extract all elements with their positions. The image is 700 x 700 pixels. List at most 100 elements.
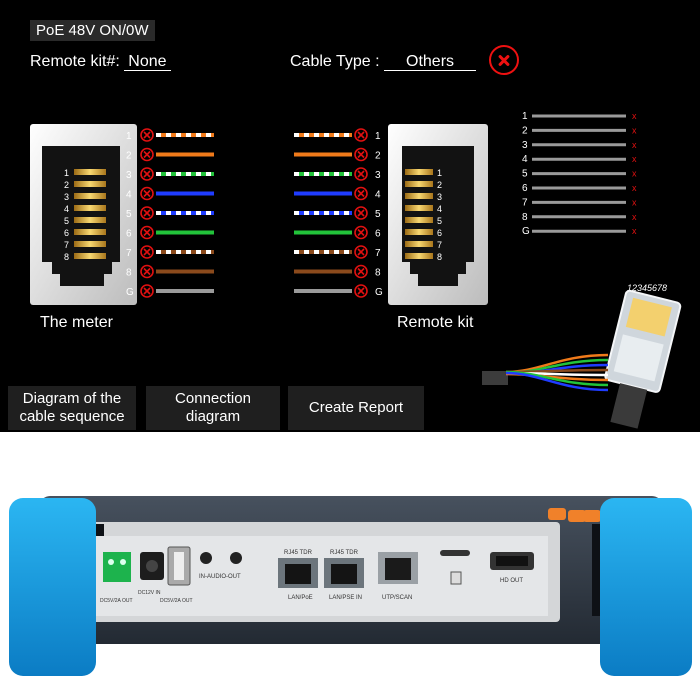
error-x-icon xyxy=(140,206,154,220)
compact-x-icon: x xyxy=(632,125,637,135)
left-bumper xyxy=(9,498,96,676)
gold-pin xyxy=(74,205,106,211)
create-report-button[interactable]: Create Report xyxy=(288,386,424,430)
error-x-icon xyxy=(140,284,154,298)
error-x-icon xyxy=(140,167,154,181)
port-label-dc-in: DC12V IN xyxy=(138,590,161,596)
wire-number-left: 7 xyxy=(126,248,132,259)
device-side-panel: DC5V/2A OUT DC12V IN DC5V/2A OUT IN-AUDI… xyxy=(9,496,692,676)
compact-wire-number: G xyxy=(522,226,530,237)
wire-number-left: 4 xyxy=(126,190,132,201)
port-label-audio: IN-AUDIO-OUT xyxy=(199,574,241,580)
pin-number: 4 xyxy=(437,204,442,214)
right-bumper xyxy=(600,498,692,676)
gold-pin xyxy=(74,181,106,187)
port-label-lan-pse: LAN/PSE IN xyxy=(329,595,362,601)
pin-number: 8 xyxy=(64,252,69,262)
terminal-block-icon[interactable] xyxy=(103,552,131,582)
pin-number: 5 xyxy=(64,216,69,226)
compact-x-icon: x xyxy=(632,140,637,150)
remote-jack-icon: 12345678 xyxy=(388,124,488,305)
remote-pins: 12345678 xyxy=(405,168,442,262)
wire-number-right: 1 xyxy=(375,131,381,142)
pin-number: 8 xyxy=(437,252,442,262)
gold-pin xyxy=(405,205,433,211)
port-label-usb: DC5V/2A OUT xyxy=(160,598,193,604)
wire-number-left: 5 xyxy=(126,209,132,220)
compact-x-icon: x xyxy=(632,212,637,222)
error-x-icon xyxy=(354,284,368,298)
wire-number-left: 2 xyxy=(126,151,132,162)
compact-x-icon: x xyxy=(632,154,637,164)
orange-key-icon[interactable] xyxy=(548,508,566,520)
compact-wire-number: 2 xyxy=(522,125,528,136)
cable-type-label: Cable Type : xyxy=(290,53,380,70)
pin-number: 1 xyxy=(437,168,442,178)
port-label-dc-out: DC5V/2A OUT xyxy=(100,598,133,604)
cable-sequence-line2: cable sequence xyxy=(19,408,125,425)
wire-number-right: 6 xyxy=(375,229,381,240)
pin-number: 7 xyxy=(64,240,69,250)
remote-kit-label: Remote kit#: xyxy=(30,53,120,70)
cable-type-value[interactable]: Others xyxy=(384,53,477,71)
error-x-icon xyxy=(354,245,368,259)
gold-pin xyxy=(74,169,106,175)
error-x-icon[interactable] xyxy=(489,45,519,75)
wire-number-right: 8 xyxy=(375,268,381,279)
gold-pin xyxy=(74,241,106,247)
orange-key-icon[interactable] xyxy=(583,510,601,522)
remote-kit-value[interactable]: None xyxy=(124,53,171,71)
error-x-icon xyxy=(140,186,154,201)
wire-number-left: 8 xyxy=(126,268,132,279)
tester-screen: PoE 48V ON/0W Remote kit#: None Cable Ty… xyxy=(0,0,700,432)
pin-number: 2 xyxy=(64,180,69,190)
gold-pin xyxy=(405,217,433,223)
gold-pin xyxy=(74,253,106,259)
error-x-icon xyxy=(354,128,368,142)
poe-status-badge: PoE 48V ON/0W xyxy=(30,20,155,41)
rj45-connector-image: 12345678 xyxy=(482,283,682,429)
compact-wire-number: 8 xyxy=(522,212,528,223)
compact-wire-number: 6 xyxy=(522,183,528,194)
connector-code: 12345678 xyxy=(627,283,667,293)
audio-jack-icon[interactable] xyxy=(230,552,242,564)
gold-pin xyxy=(405,193,433,199)
pin-number: 4 xyxy=(64,204,69,214)
pin-number: 7 xyxy=(437,240,442,250)
pin-number: 3 xyxy=(437,192,442,202)
meter-jack-icon: 12345678 xyxy=(30,124,137,305)
wire-number-left: 1 xyxy=(126,131,132,142)
error-x-icon xyxy=(140,128,154,142)
port-label-utp: UTP/SCAN xyxy=(382,595,412,601)
error-x-icon xyxy=(140,225,154,240)
device-photo: DC5V/2A OUT DC12V IN DC5V/2A OUT IN-AUDI… xyxy=(0,432,700,700)
gold-pin xyxy=(405,241,433,247)
compact-x-icon: x xyxy=(632,169,637,179)
wire-number-left: 6 xyxy=(126,229,132,240)
audio-jack-icon[interactable] xyxy=(200,552,212,564)
gold-pin xyxy=(405,253,433,259)
compact-x-icon: x xyxy=(632,183,637,193)
wire-number-left: G xyxy=(126,287,134,298)
orange-key-icon[interactable] xyxy=(568,510,586,522)
error-x-icon xyxy=(140,264,154,279)
sd-slot-icon[interactable] xyxy=(440,550,470,556)
wire-number-right: 4 xyxy=(375,190,381,201)
error-x-icon xyxy=(354,225,368,240)
meter-label: The meter xyxy=(40,314,114,331)
port-label-tdr2: RJ45 TDR xyxy=(330,550,359,556)
port-label-tdr1: RJ45 TDR xyxy=(284,550,313,556)
error-x-icon xyxy=(354,167,368,181)
gold-pin xyxy=(405,181,433,187)
compact-x-icon: x xyxy=(632,111,637,121)
gold-pin xyxy=(74,217,106,223)
connection-line1: Connection xyxy=(175,390,251,407)
port-label-lan-poe: LAN/PoE xyxy=(288,595,313,601)
pin-number: 5 xyxy=(437,216,442,226)
gold-pin xyxy=(74,229,106,235)
